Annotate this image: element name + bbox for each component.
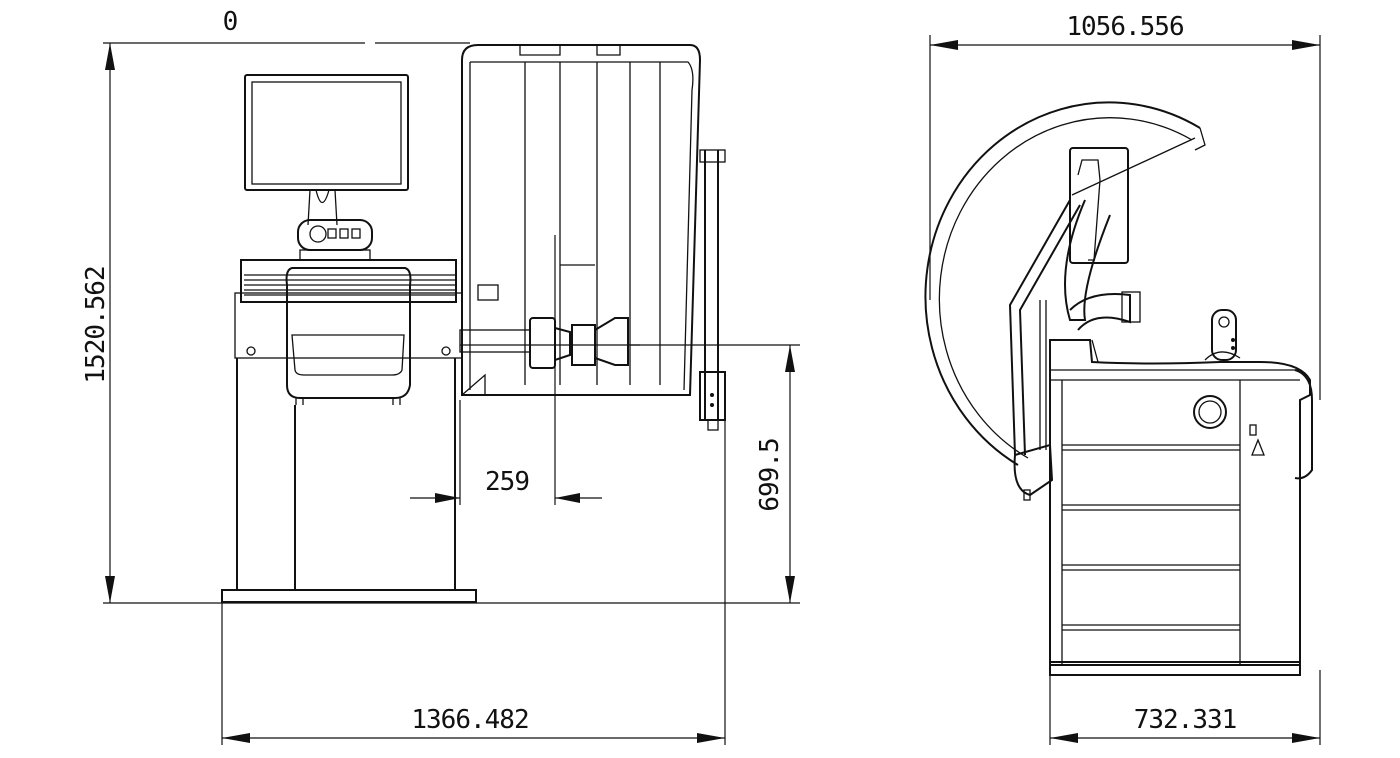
origin-label: 0: [223, 7, 238, 37]
width-dimension-label: 1366.482: [411, 705, 528, 735]
height-dimension-label: 1520.562: [81, 266, 111, 383]
monitor: [244, 74, 409, 191]
speaker-grille: [1193, 395, 1227, 429]
front-dimensions: [103, 42, 800, 745]
shaft-height-dimension-label: 699.5: [755, 438, 785, 511]
wheel-guard: [461, 44, 702, 396]
hood-arc: [924, 101, 1201, 466]
hood-width-dimension-label: 1056.556: [1066, 12, 1183, 42]
front-machine: [221, 44, 726, 603]
offset-dimension-label: 259: [485, 467, 529, 497]
side-dimensions: [929, 35, 1321, 745]
side-monitor: [1069, 147, 1129, 264]
control-panel: [297, 219, 373, 251]
side-machine: [924, 101, 1313, 676]
depth-dimension-label: 732.331: [1134, 705, 1237, 735]
